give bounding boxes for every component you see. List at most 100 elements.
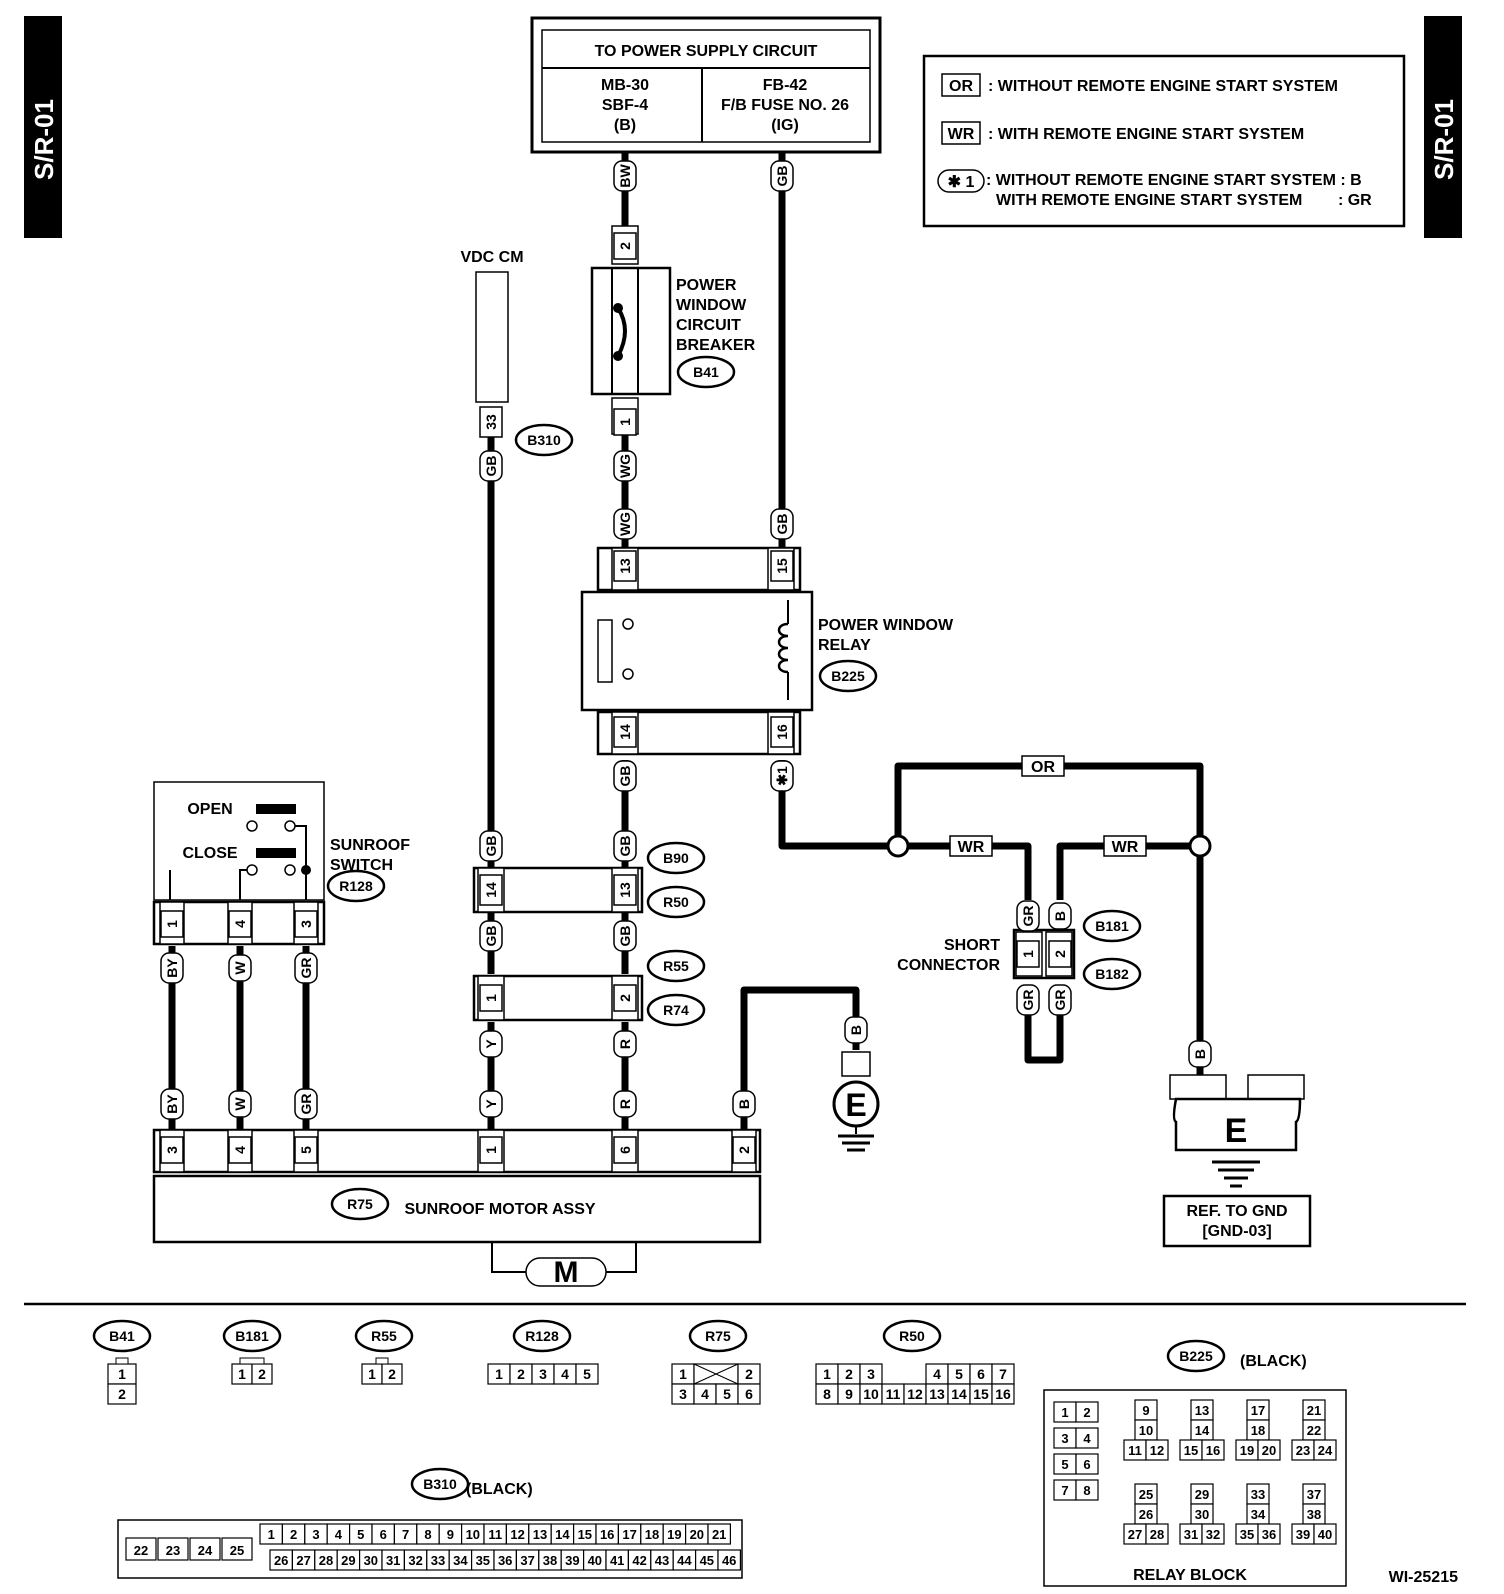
ref-oval-r74: R74 — [646, 993, 706, 1027]
wire-color-tag: GR — [1016, 984, 1040, 1016]
wire-color-tag: Y — [479, 1030, 503, 1058]
svg-text:13: 13 — [929, 1386, 945, 1402]
svg-text:41: 41 — [610, 1553, 624, 1568]
wire-color-tag: ✱1 — [770, 760, 794, 792]
pin-cell: 21 — [1302, 1399, 1326, 1421]
svg-text:23: 23 — [166, 1543, 180, 1558]
ref-oval-r55: R55 — [646, 949, 706, 983]
svg-text:B: B — [1052, 911, 1068, 921]
wire-color-tag: WG — [613, 450, 637, 482]
pin-cell: 4 — [326, 1523, 351, 1545]
pin-number: 1 — [479, 1136, 503, 1164]
svg-text:2: 2 — [1052, 950, 1068, 958]
pin-cell: 6 — [737, 1383, 761, 1405]
pin-cell: 23 — [1291, 1439, 1315, 1461]
pin-cell: 12 — [505, 1523, 530, 1545]
svg-text:B225: B225 — [1179, 1348, 1213, 1364]
pin-number: 2 — [732, 1136, 756, 1164]
pin-cell: 35 — [1235, 1523, 1259, 1545]
svg-text:(BLACK): (BLACK) — [1240, 1353, 1307, 1370]
ref-oval-b310: B310 — [514, 423, 574, 457]
pin-cell: 6 — [371, 1523, 395, 1545]
svg-text:SHORT: SHORT — [944, 937, 1000, 954]
svg-text:21: 21 — [712, 1527, 726, 1542]
power-supply-block: TO POWER SUPPLY CIRCUIT MB-30 SBF-4 (B) … — [530, 16, 882, 154]
conn-oval-b181: B181 — [222, 1319, 282, 1353]
svg-text:1: 1 — [118, 1366, 126, 1382]
wire-color-tag: R — [613, 1090, 637, 1118]
svg-text:1: 1 — [268, 1527, 275, 1542]
svg-text:6: 6 — [617, 1146, 633, 1154]
svg-text:30: 30 — [364, 1553, 378, 1568]
pin-cell: 22 — [1302, 1419, 1326, 1441]
wire-color-tag: B — [1188, 1040, 1212, 1068]
pin-number: 4 — [228, 910, 252, 938]
pin-cell: 1 — [1053, 1401, 1077, 1423]
svg-text:2: 2 — [118, 1386, 126, 1402]
pin-cell: 1 — [259, 1523, 283, 1545]
svg-text:7: 7 — [402, 1527, 409, 1542]
ground-e-large: E REF. TO GND [GND-03] — [1162, 1074, 1312, 1248]
pin-cell: 9 — [837, 1383, 861, 1405]
svg-text:F/B FUSE NO. 26: F/B FUSE NO. 26 — [721, 97, 849, 114]
legend-star-text-1: : WITHOUT REMOTE ENGINE START SYSTEM : B — [986, 172, 1362, 189]
pin-cell: 1 — [107, 1363, 137, 1385]
pin-cell: 10 — [461, 1523, 485, 1545]
svg-text:25: 25 — [1139, 1487, 1153, 1502]
page-tab-left: S/R-01 — [24, 16, 62, 238]
pin-cell: 30 — [359, 1549, 383, 1571]
ref-oval-b90: B90 — [646, 841, 706, 875]
svg-text:SBF-4: SBF-4 — [602, 97, 648, 114]
svg-text:2: 2 — [1083, 1405, 1090, 1420]
legend-wr-badge: WR — [948, 126, 975, 143]
ref-oval-r128: R128 — [326, 869, 386, 903]
wire-color-tag: WG — [613, 508, 637, 540]
svg-text:22: 22 — [1307, 1423, 1321, 1438]
svg-text:27: 27 — [1128, 1527, 1142, 1542]
wire-color-tag: R — [613, 1030, 637, 1058]
pin-cell: 2 — [509, 1363, 533, 1385]
ref-oval-b225: B225 — [818, 659, 878, 693]
svg-text:6: 6 — [1083, 1457, 1090, 1472]
svg-text:R128: R128 — [525, 1328, 559, 1344]
svg-text:GR: GR — [1052, 990, 1068, 1011]
wire-color-tag: GB — [613, 920, 637, 952]
svg-text:1: 1 — [823, 1366, 831, 1382]
svg-text:SUNROOF: SUNROOF — [330, 837, 410, 854]
svg-text:26: 26 — [274, 1553, 288, 1568]
svg-text:B182: B182 — [1095, 966, 1129, 982]
wire-color-tag: GR — [1016, 900, 1040, 932]
legend-box: OR : WITHOUT REMOTE ENGINE START SYSTEM … — [922, 54, 1406, 228]
pin-cell: 27 — [1123, 1523, 1147, 1545]
svg-text:S/R-01: S/R-01 — [29, 99, 59, 180]
svg-text:2: 2 — [617, 994, 633, 1002]
svg-text:43: 43 — [655, 1553, 669, 1568]
svg-text:42: 42 — [632, 1553, 646, 1568]
svg-text:19: 19 — [1240, 1443, 1254, 1458]
pin-cell: 5 — [349, 1523, 373, 1545]
pin-cell: 42 — [627, 1549, 652, 1571]
pin-cell: 27 — [291, 1549, 316, 1571]
wire-color-tag: GR — [294, 952, 318, 984]
ref-oval-r50: R50 — [646, 885, 706, 919]
figure-id: WI-25215 — [1389, 1569, 1458, 1586]
pin-cell: 2 — [281, 1523, 306, 1545]
svg-text:2: 2 — [845, 1366, 853, 1382]
svg-text:6: 6 — [380, 1527, 387, 1542]
pin-number: 15 — [770, 550, 794, 582]
svg-text:15: 15 — [1184, 1443, 1198, 1458]
svg-text:VDC CM: VDC CM — [460, 249, 523, 266]
svg-text:4: 4 — [232, 1146, 248, 1154]
svg-text:GB: GB — [774, 514, 790, 535]
svg-text:R75: R75 — [705, 1328, 731, 1344]
pin-cell: 6 — [1075, 1453, 1099, 1475]
svg-text:BREAKER: BREAKER — [676, 337, 756, 354]
svg-text:13: 13 — [617, 558, 633, 574]
svg-text:16: 16 — [995, 1386, 1011, 1402]
svg-text:WR: WR — [958, 839, 985, 856]
svg-text:26: 26 — [1139, 1507, 1153, 1522]
pin-cell: 1 — [671, 1363, 695, 1385]
svg-text:15: 15 — [774, 558, 790, 574]
svg-text:B41: B41 — [109, 1328, 135, 1344]
svg-text:B: B — [848, 1025, 864, 1035]
